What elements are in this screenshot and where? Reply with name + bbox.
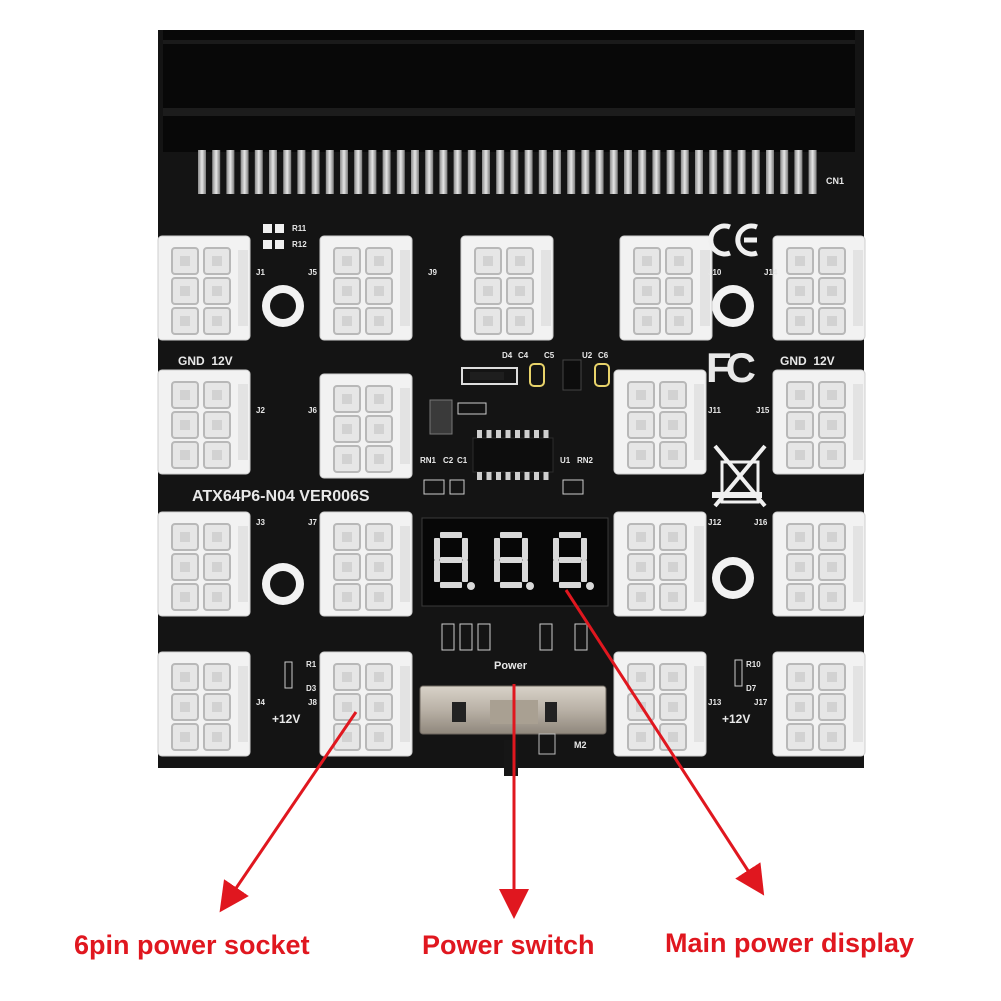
label-rn1: RN1 (420, 456, 437, 465)
label-d7: D7 (746, 684, 757, 693)
six-pin-socket (772, 651, 866, 757)
edge-connector (163, 30, 855, 152)
socket-callout: 6pin power socket (74, 930, 310, 960)
socket-label: J4 (256, 698, 265, 707)
display-segment (440, 532, 462, 538)
six-pin-socket (619, 235, 713, 341)
board-model-label: ATX64P6-N04 VER006S (192, 488, 370, 505)
switch-label: M2 (574, 740, 587, 750)
gnd-12v-left-label: GND 12V (178, 354, 233, 368)
switch-callout: Power switch (422, 930, 595, 960)
display-segment (581, 560, 587, 582)
fcc-mark: FC (706, 344, 756, 391)
six-pin-socket (772, 511, 866, 617)
label-c5: C5 (544, 351, 555, 360)
gnd-12v-right-label: GND 12V (780, 354, 835, 368)
six-pin-socket (613, 651, 707, 757)
socket-label: J9 (428, 268, 437, 277)
power-label: Power (494, 660, 528, 672)
socket-label: J13 (708, 698, 722, 707)
socket-label: J3 (256, 518, 265, 527)
label-c6: C6 (598, 351, 609, 360)
label-r1: R1 (306, 660, 317, 669)
socket-label: J15 (756, 406, 770, 415)
socket-label: J10 (708, 268, 722, 277)
six-pin-sockets (157, 235, 866, 757)
label-r12: R12 (292, 240, 307, 249)
socket-label: J16 (754, 518, 768, 527)
display-segment (462, 560, 468, 582)
socket-label: J14 (764, 268, 778, 277)
display-segment (462, 538, 468, 560)
display-segment (553, 538, 559, 560)
six-pin-socket (319, 235, 413, 341)
display-segment (440, 557, 462, 563)
display-segment (500, 557, 522, 563)
six-pin-socket (157, 511, 251, 617)
six-pin-socket (613, 369, 707, 475)
label-r11: R11 (292, 224, 307, 233)
display-segment (559, 582, 581, 588)
six-pin-socket (460, 235, 554, 341)
display-segment (553, 560, 559, 582)
display-segment (581, 538, 587, 560)
label-d3: D3 (306, 684, 317, 693)
smd-parts (284, 359, 743, 689)
socket-label: J2 (256, 406, 265, 415)
display-segment (434, 538, 440, 560)
label-c2: C2 (443, 456, 454, 465)
socket-label: J6 (308, 406, 317, 415)
six-pin-socket (772, 235, 866, 341)
mounting-holes (262, 285, 754, 605)
label-c4: C4 (518, 351, 529, 360)
display-segment (522, 538, 528, 560)
socket-label: J8 (308, 698, 317, 707)
display-segment (500, 532, 522, 538)
callout-arrows (219, 589, 765, 919)
connector-label: CN1 (826, 176, 845, 186)
voltage-display (421, 517, 609, 607)
six-pin-socket (772, 369, 866, 475)
six-pin-socket (157, 651, 251, 757)
six-pin-socket (157, 235, 251, 341)
label-c1: C1 (457, 456, 468, 465)
display-segment (522, 560, 528, 582)
six-pin-socket (319, 651, 413, 757)
plus12v-right-label: +12V (722, 712, 751, 726)
socket-label: J5 (308, 268, 317, 277)
label-d4: D4 (502, 351, 513, 360)
six-pin-socket (613, 511, 707, 617)
display-segment (440, 582, 462, 588)
display-callout: Main power display (665, 928, 915, 958)
socket-label: J12 (708, 518, 722, 527)
ce-mark: CE (0, 0, 1, 1)
socket-label: J11 (708, 406, 721, 415)
certification-marks (708, 223, 767, 508)
socket-label: J17 (754, 698, 768, 707)
display-segment (559, 557, 581, 563)
display-segment (559, 532, 581, 538)
r11-r12-pads (263, 224, 284, 249)
display-segment (494, 560, 500, 582)
plus12v-left-label: +12V (272, 712, 301, 726)
display-segment (494, 538, 500, 560)
label-rn2: RN2 (577, 456, 594, 465)
display-segment (500, 582, 522, 588)
control-ic (472, 430, 554, 480)
label-u1: U1 (560, 456, 571, 465)
socket-label: J7 (308, 518, 317, 527)
six-pin-socket (319, 373, 413, 479)
label-u2: U2 (582, 351, 593, 360)
socket-label: J1 (256, 268, 265, 277)
connector-pins (198, 150, 817, 194)
display-segment (434, 560, 440, 582)
six-pin-socket (157, 369, 251, 475)
label-r10: R10 (746, 660, 761, 669)
six-pin-socket (319, 511, 413, 617)
